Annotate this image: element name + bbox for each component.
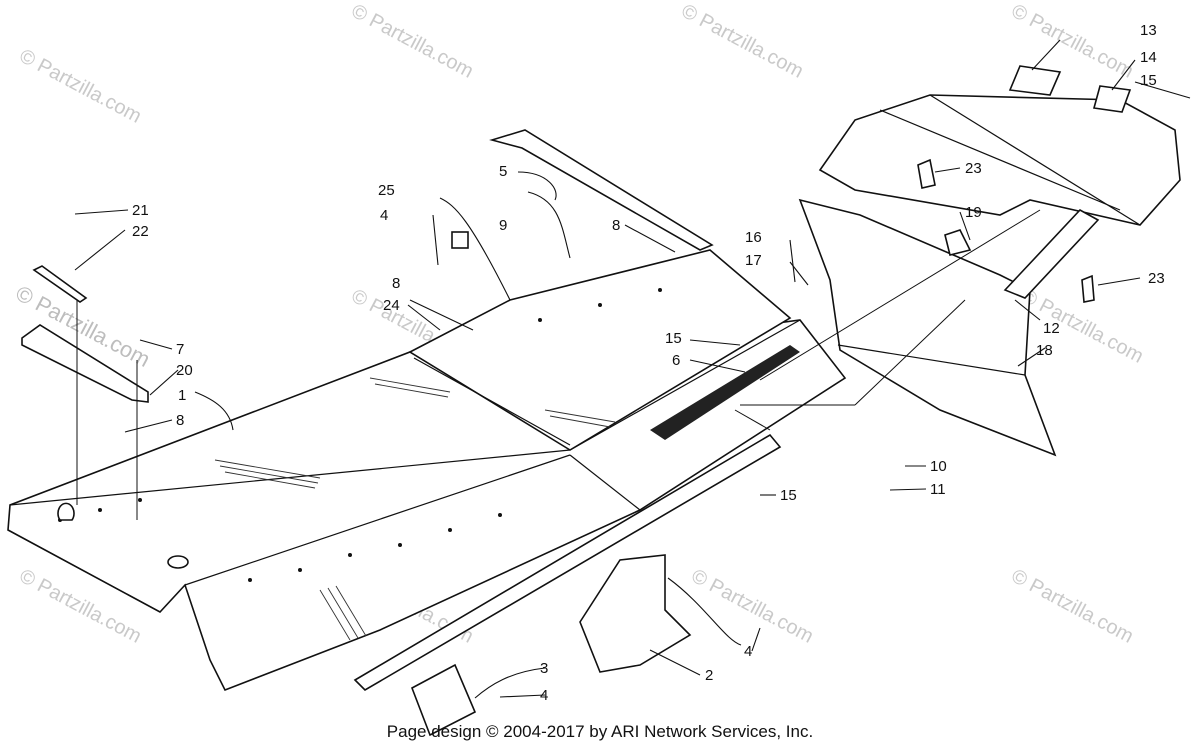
shield-5 <box>489 129 714 251</box>
callout-1: 1 <box>178 387 186 404</box>
decal-25 <box>451 231 469 249</box>
decal-14 <box>1092 85 1132 113</box>
callout-15: 15 <box>780 487 797 504</box>
guide-lines <box>76 209 1041 520</box>
callout-15: 15 <box>665 330 682 347</box>
callout-11: 11 <box>930 481 946 498</box>
callout-12: 12 <box>1043 320 1060 337</box>
callout-2: 2 <box>705 667 713 684</box>
rod-part <box>353 433 782 692</box>
callout-13: 13 <box>1140 22 1157 39</box>
plate-3 <box>411 663 477 737</box>
callout-4: 4 <box>744 643 752 660</box>
callout-17: 17 <box>745 252 762 269</box>
leader-lines <box>74 39 1191 699</box>
callout-4: 4 <box>540 687 548 704</box>
callout-5: 5 <box>499 163 507 180</box>
copyright-footer: Page design © 2004-2017 by ARI Network S… <box>386 722 814 741</box>
bracket-20 <box>21 324 149 403</box>
tunnel-part <box>7 249 847 692</box>
callout-24: 24 <box>383 297 400 314</box>
callout-21: 21 <box>132 202 149 219</box>
watermark: © Partzilla.com <box>688 565 817 648</box>
callout-23: 23 <box>1148 270 1165 287</box>
callout-labels: 21 22 7 20 1 8 25 4 8 24 5 9 8 15 6 10 1… <box>132 22 1165 704</box>
watermark: © Partzilla.com <box>348 0 477 83</box>
callout-3: 3 <box>540 660 548 677</box>
callout-19: 19 <box>965 204 982 221</box>
callout-15: 15 <box>1140 72 1157 89</box>
callout-25: 25 <box>378 182 395 199</box>
callout-16: 16 <box>745 229 762 246</box>
callout-4: 4 <box>380 207 388 224</box>
callout-8: 8 <box>392 275 400 292</box>
callout-22: 22 <box>132 223 149 240</box>
callout-14: 14 <box>1140 49 1157 66</box>
watermark: © Partzilla.com <box>678 0 807 83</box>
callout-18: 18 <box>1036 342 1053 359</box>
stand-2 <box>579 554 692 673</box>
strap-22 <box>32 265 88 303</box>
callout-20: 20 <box>176 362 193 379</box>
decal-6 <box>650 345 800 440</box>
callout-8: 8 <box>612 217 620 234</box>
callout-7: 7 <box>176 341 184 358</box>
callout-23: 23 <box>965 160 982 177</box>
callout-10: 10 <box>930 458 947 475</box>
watermark: © Partzilla.com <box>1008 565 1137 648</box>
callout-6: 6 <box>672 352 680 369</box>
callout-9: 9 <box>499 217 507 234</box>
callout-8: 8 <box>176 412 184 429</box>
decal-13 <box>1008 65 1062 96</box>
watermark: © Partzilla.com <box>16 45 145 128</box>
rear-assembly <box>798 65 1181 457</box>
